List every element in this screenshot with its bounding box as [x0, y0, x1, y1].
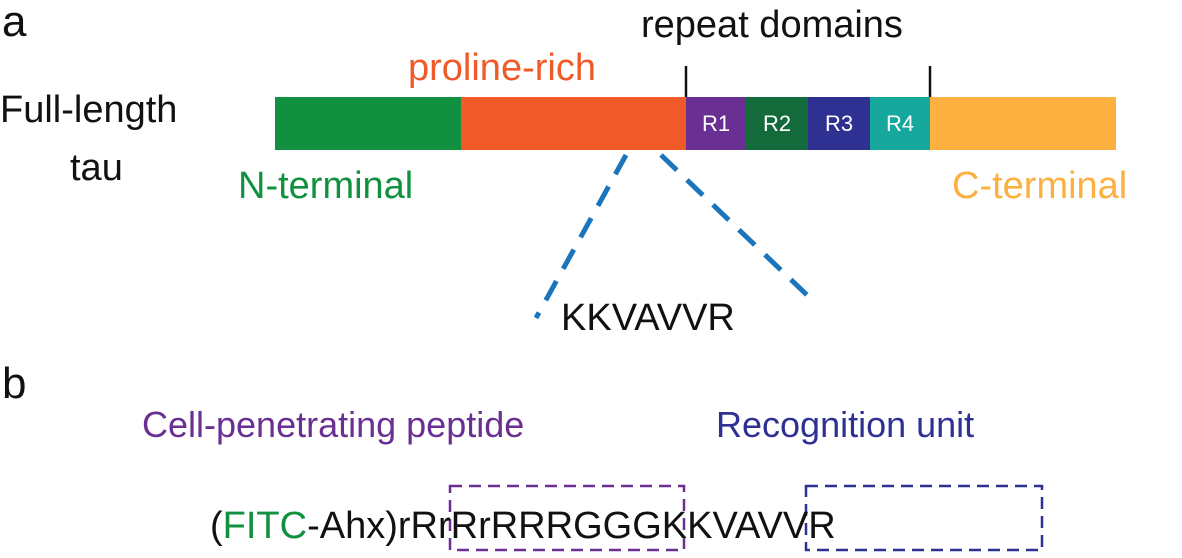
zoom-right-dashed-line [659, 153, 810, 298]
row-label-line1: Full-length [0, 89, 178, 131]
r3-segment: R3 [808, 97, 870, 150]
repeat-domains-label: repeat domains [641, 4, 903, 46]
r2-segment: R2 [746, 97, 808, 150]
r1-label: R1 [701, 110, 731, 136]
seq-open-paren: ( [210, 505, 223, 547]
proline-rich-label: proline-rich [408, 47, 596, 89]
r1-segment: R1 [686, 97, 746, 150]
panel-b-letter: b [2, 359, 27, 408]
r4-segment: R4 [870, 97, 930, 150]
peptide-sequence: (FITC-Ahx)rRrRrRRRGGGKKVAVVR [210, 506, 836, 546]
seq-recognition: KKVAVVR [661, 505, 836, 547]
row-label-line2: tau [70, 147, 123, 189]
seq-ahx: -Ahx) [307, 505, 398, 547]
r3-label: R3 [824, 110, 854, 136]
cpp-label: Cell-penetrating peptide [142, 404, 525, 445]
recognition-label: Recognition unit [716, 404, 975, 445]
seq-fitc: FITC [222, 505, 308, 547]
n-terminal-label: N-terminal [238, 165, 414, 207]
panel-a-letter: a [2, 0, 27, 46]
c-terminal-segment [930, 97, 1116, 150]
zoom-left-dashed-line [533, 153, 629, 320]
n-terminal-segment [275, 97, 461, 150]
zoom-sequence: KKVAVVR [561, 297, 735, 339]
c-terminal-label: C-terminal [952, 165, 1128, 207]
recognition-dashed-box [804, 484, 1044, 552]
cpp-dashed-box [448, 484, 686, 552]
r4-label: R4 [885, 110, 915, 136]
proline-rich-segment [461, 97, 686, 150]
seq-cpp: rRrRrRRR [397, 505, 574, 547]
r2-label: R2 [762, 110, 792, 136]
seq-linker: GGG [573, 505, 662, 547]
